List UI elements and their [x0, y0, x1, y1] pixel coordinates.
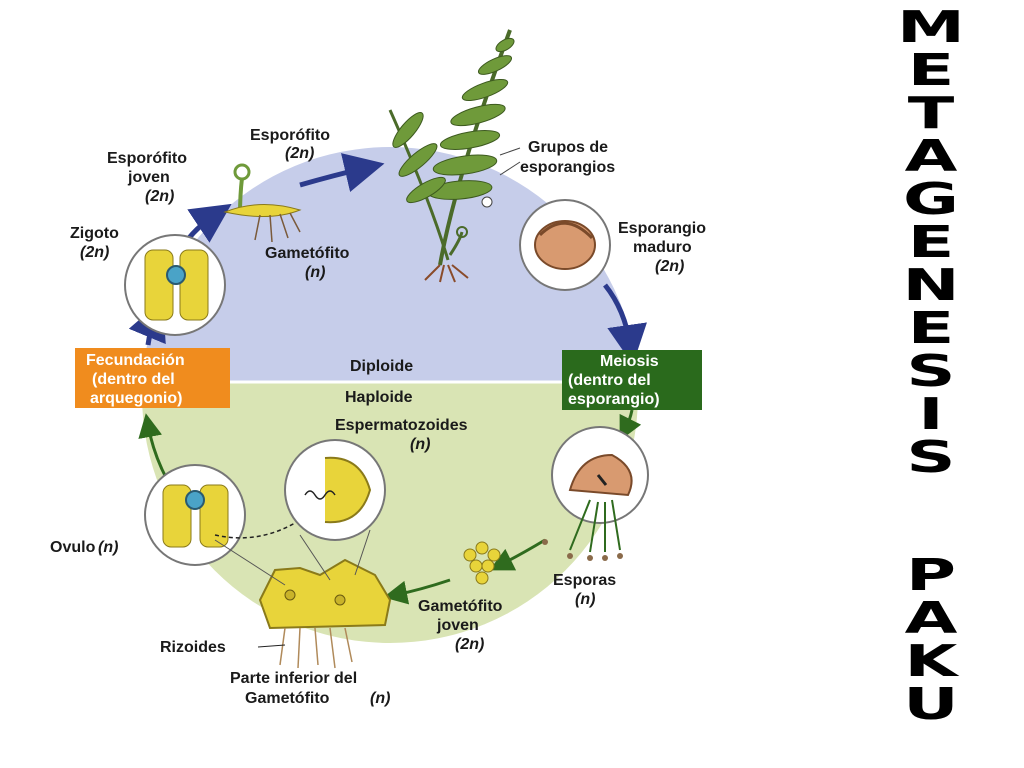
label-haploide: Haploide	[345, 389, 413, 406]
label-parte-2: Gametófito	[245, 690, 330, 707]
gametofito-joven-illustration	[463, 541, 501, 585]
esporangio-maduro-illustration	[519, 199, 611, 291]
label-grupos-2: esporangios	[520, 159, 615, 176]
label-esporas: Esporas	[553, 572, 616, 589]
label-grupos-1: Grupos de	[528, 139, 608, 156]
title-letter-u: U	[903, 679, 959, 730]
title-letter-s2: S	[906, 432, 956, 483]
title-letter-g: G	[903, 174, 959, 225]
label-fecundacion-3: arquegonio)	[90, 390, 182, 407]
label-parte-1: Parte inferior del	[230, 670, 357, 687]
label-gam-joven-2: joven	[436, 617, 479, 634]
title-letter-i: I	[918, 389, 944, 440]
esporas-illustration	[542, 499, 623, 561]
label-esporofito-joven-1: Esporófito	[107, 150, 187, 167]
label-rizoides: Rizoides	[160, 639, 226, 656]
arrow-esporofito-to-meiosis	[603, 283, 647, 365]
label-esporangio-2n: (2n)	[655, 258, 684, 275]
label-gametofito-n: (n)	[305, 264, 325, 281]
label-esporofito-2n: (2n)	[285, 145, 314, 162]
title-letter-n: N	[902, 260, 960, 311]
label-gam-joven-2n: (2n)	[455, 636, 484, 653]
label-meiosis-3: esporangio)	[568, 391, 660, 408]
label-esporofito: Esporófito	[250, 127, 330, 144]
gametofito-base-illustration	[214, 529, 392, 669]
label-meiosis-1: Meiosis	[600, 353, 659, 370]
title-letter-p: P	[906, 550, 956, 601]
label-esporangio-2: maduro	[633, 239, 692, 256]
label-gametofito: Gametófito	[265, 245, 350, 262]
label-parte-n: (n)	[370, 690, 390, 707]
title-letter-s: S	[906, 346, 956, 397]
label-zigoto: Zigoto	[70, 225, 119, 242]
label-ovulo: Ovulo	[50, 539, 96, 556]
label-zigoto-2n: (2n)	[80, 244, 109, 261]
label-meiosis-2: (dentro del	[568, 372, 651, 389]
fecundacion-box	[75, 348, 230, 408]
arrow-gametofito-to-parte	[383, 578, 451, 605]
label-gam-joven-1: Gametófito	[418, 598, 503, 615]
label-espermatozoides: Espermatozoides	[335, 417, 468, 434]
title-letter-e: E	[907, 45, 955, 96]
diagram-labels: Esporófito (2n) Grupos de esporangios Es…	[50, 127, 706, 707]
label-fecundacion-1: Fecundación	[86, 352, 185, 369]
label-ovulo-n: (n)	[98, 539, 118, 556]
label-esporofito-joven-2n: (2n)	[145, 188, 174, 205]
label-esporas-n: (n)	[575, 591, 595, 608]
young-sporophyte-illustration	[223, 163, 302, 243]
label-esporofito-joven-2: joven	[127, 169, 170, 186]
esporangio-abierto-illustration	[551, 426, 649, 524]
haploid-region	[142, 382, 638, 643]
title-letter-a2: A	[904, 593, 958, 644]
espermatozoides-illustration	[284, 439, 386, 541]
meiosis-box	[562, 350, 702, 410]
arrow-esporas-to-gametofito	[489, 538, 546, 571]
title-letter-e2: E	[907, 217, 955, 268]
title-letter-a: A	[904, 131, 958, 182]
zigoto-illustration	[124, 234, 226, 336]
title-letter-m: M	[897, 2, 965, 53]
label-espermatozoides-n: (n)	[410, 436, 430, 453]
label-esporangio-1: Esporangio	[618, 220, 706, 237]
title-letter-e3: E	[907, 303, 955, 354]
fern-sporophyte-illustration	[388, 29, 521, 283]
title-letter-k: K	[904, 636, 958, 687]
arrow-joven-to-esporofito	[299, 153, 385, 193]
label-fecundacion-2: (dentro del	[92, 371, 175, 388]
ovulo-illustration	[144, 464, 301, 566]
arrow-meiosis-to-esporangio	[619, 409, 642, 441]
label-diploide: Diploide	[350, 358, 413, 375]
title-letter-t: T	[907, 88, 955, 139]
